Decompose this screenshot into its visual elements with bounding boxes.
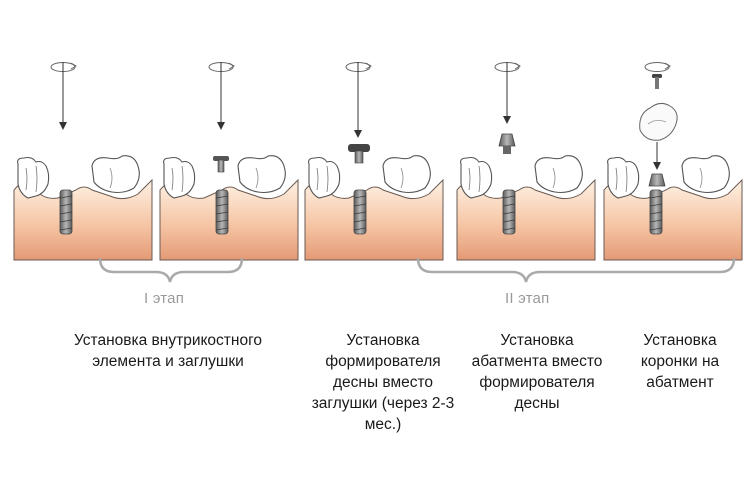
cover-screw-icon — [213, 156, 229, 173]
stage-1-label: I этап — [144, 290, 185, 307]
panel-1 — [13, 155, 153, 261]
rotation-arrow-icon — [644, 62, 671, 72]
panel-3 — [304, 155, 444, 261]
panel-2 — [159, 155, 299, 261]
panel-5 — [603, 155, 743, 261]
stage-2-label: II этап — [505, 290, 550, 307]
panel-4 — [456, 155, 596, 261]
caption-healing-cap: Установка формирователя десны вместо заг… — [311, 332, 455, 433]
implant-icon — [59, 189, 73, 235]
crown-icon — [639, 102, 678, 141]
caption-abutment: Установка абатмента вместо формирователя… — [471, 332, 603, 412]
stage-2-bracket — [416, 257, 736, 283]
down-arrow-icon — [653, 162, 661, 170]
screw-icon — [652, 74, 662, 89]
down-arrow-icon — [217, 122, 225, 130]
down-arrow-icon — [503, 116, 511, 124]
stage-1-bracket — [98, 257, 244, 283]
down-arrow-icon — [354, 130, 362, 138]
abutment-icon — [498, 133, 516, 154]
abutment-icon — [648, 173, 666, 187]
caption-stage-1: Установка внутрикостного элемента и загл… — [73, 332, 263, 370]
caption-crown: Установка коронки на абатмент — [640, 332, 720, 391]
healing-cap-icon — [348, 144, 370, 164]
down-arrow-icon — [59, 122, 67, 130]
